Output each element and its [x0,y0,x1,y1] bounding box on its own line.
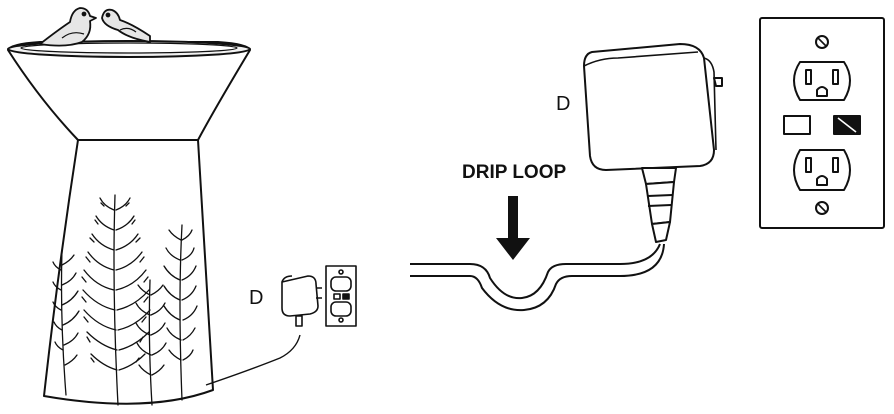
outlet-plate [759,17,885,229]
fountain [7,7,251,406]
small-power-setup [205,265,357,386]
bird-left [39,7,97,47]
drip-loop-cord [410,243,661,300]
receptacle-top [793,61,851,101]
fountain-pedestal [43,139,214,405]
small-outlet [325,265,357,327]
small-adapter [281,275,319,317]
indicator-white [783,115,811,135]
fern-pattern [52,194,198,406]
bottom-screw-icon [815,201,829,215]
fountain-bowl [7,41,251,141]
wall-outlet [759,17,885,229]
top-screw-icon [815,35,829,49]
label-d-small: D [249,287,263,309]
drip-loop-arrow [496,196,530,260]
large-power-setup [410,43,723,312]
receptacle-bottom [793,149,851,191]
bird-right [101,8,151,43]
label-drip-loop: DRIP LOOP [462,162,566,183]
small-power-cord [205,334,301,386]
large-adapter [583,43,715,171]
label-d-large: D [556,93,570,115]
